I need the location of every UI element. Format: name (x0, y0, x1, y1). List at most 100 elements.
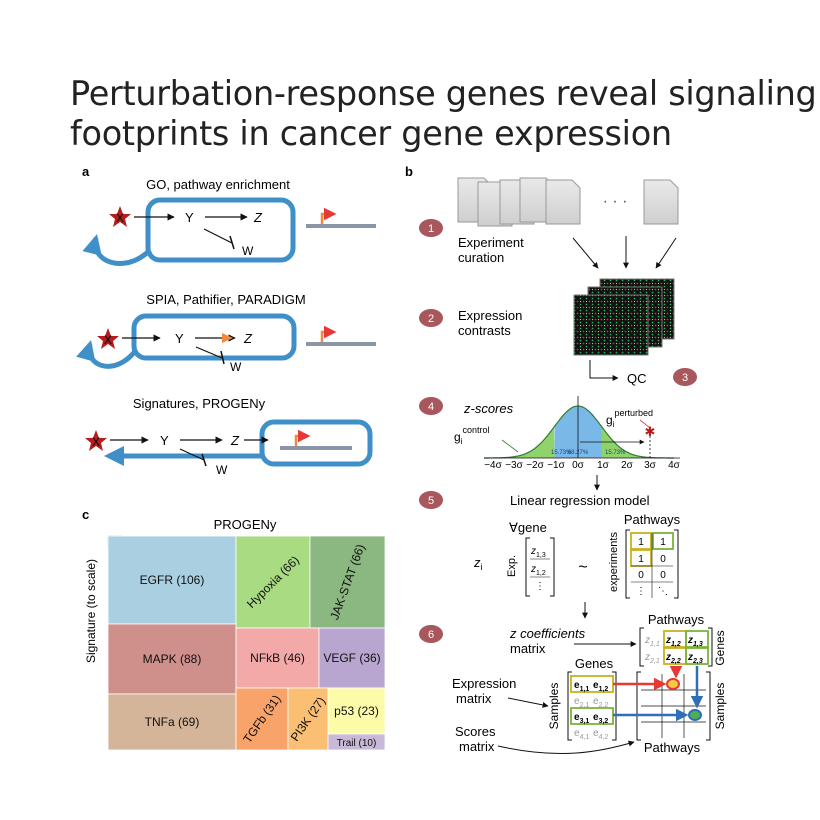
method-1-loop-box (145, 197, 296, 263)
star-icon (109, 206, 131, 227)
node-z: Z (230, 433, 240, 448)
treemap-axis-label: Signature (to scale) (84, 559, 98, 663)
treemap-tile-egfr (107, 535, 237, 625)
treemap-tile-jak-stat (309, 535, 386, 629)
pathways-label: Pathways (624, 512, 681, 527)
step-label-line1: z coefficients (509, 626, 586, 641)
scores-matrix-line1: Scores (455, 724, 496, 739)
e-cell: e2,1 (574, 696, 589, 709)
step-label-line1: z-scores (463, 401, 514, 416)
expression-matrix-line1: Expression (452, 676, 516, 691)
e-cell: e4,2 (593, 728, 608, 741)
e-cell: e1,1 (574, 680, 589, 693)
tick: 3σ (644, 460, 657, 471)
method-3-heading: Signatures, PROGENy (133, 396, 266, 411)
bell-curve (484, 405, 674, 459)
score-highlight-green (688, 709, 702, 721)
treemap-tile-label: MAPK (88) (143, 652, 202, 666)
matrix-cell: 0 (638, 570, 644, 581)
node-w: W (216, 463, 228, 477)
z-cell: z1,3 (687, 635, 703, 648)
exp-label: Exp. (506, 555, 518, 577)
method-spia: SPIA, Pathifier, PARADIGM X Y Z W (76, 292, 376, 374)
method-2-heading: SPIA, Pathifier, PARADIGM (146, 292, 305, 307)
method-2-loop-tail (76, 340, 138, 369)
node-z: Z (253, 210, 263, 225)
pct-left: 15.73% (551, 450, 572, 456)
panel-b: b · · · 1 Experiment curation 2 Expressi… (405, 164, 727, 755)
title-line-1: Perturbation-response genes reveal signa… (70, 74, 817, 113)
step-label-line1: Expression (458, 308, 522, 323)
pct-mid: 68.27% (568, 450, 589, 456)
node-w: W (230, 360, 242, 374)
panel-c-label: c (82, 507, 89, 522)
vector-entry: ⋮ (535, 581, 545, 592)
z-cell: z1,1 (644, 635, 660, 648)
step-1: 1 Experiment curation (419, 219, 524, 265)
sigma-ticks: −4σ −3σ −2σ −1σ 0σ 1σ 2σ 3σ 4σ (484, 460, 680, 471)
panel-a: a GO, pathway enrichment X Y Z W SPIA, P… (76, 164, 376, 477)
z-cell: z2,3 (687, 652, 703, 665)
treemap-tile-nfkb (235, 627, 320, 689)
tick: 0σ (572, 460, 585, 471)
step-badge (419, 625, 443, 643)
z-matrix-brackets (639, 627, 713, 667)
tick: −1σ (547, 460, 565, 471)
step-6: 6 z coefficients matrix Pathways Genes z… (419, 612, 727, 755)
matrix-cell: ⋱ (658, 586, 668, 597)
star-icon (85, 430, 107, 451)
treemap-tile-trail (327, 733, 386, 751)
document-icon (643, 179, 679, 225)
vector-entry: z1,2 (530, 564, 546, 577)
step-badge (419, 491, 443, 509)
promoter-arrow-icon (320, 207, 337, 224)
expression-matrix-brackets (567, 671, 617, 741)
method-go-pathway: GO, pathway enrichment X Y Z W (82, 177, 376, 266)
step-3: QC 3 (627, 368, 697, 386)
treemap-title: PROGENy (214, 517, 277, 532)
node-w: W (242, 244, 254, 258)
tick: 1σ (597, 460, 610, 471)
genes-right-label: Genes (713, 630, 727, 665)
step-badge (419, 219, 443, 237)
pathways-top-label: Pathways (648, 612, 705, 627)
treemap-tile-label: TNFa (69) (145, 715, 200, 729)
pct-right: 15.73% (605, 450, 626, 456)
step-label-line1: QC (627, 371, 647, 386)
step-label-line2: curation (458, 250, 504, 265)
matrix-cell: 1 (660, 537, 666, 548)
bell-area (486, 427, 555, 458)
step-number: 5 (428, 495, 434, 507)
treemap-tile-tgfb (235, 687, 289, 751)
tilde: ~ (578, 559, 587, 576)
control-label: gicontrol (454, 425, 489, 446)
vector-brackets (525, 537, 555, 597)
experiments-label: experiments (608, 532, 620, 592)
step-badge (419, 397, 443, 415)
treemap: EGFR (106)Hypoxia (66)JAK-STAT (66)MAPK … (107, 535, 386, 751)
matrix-cell: 0 (660, 570, 666, 581)
vector-entry: z1,3 (530, 546, 546, 559)
promoter-arrow-icon (294, 429, 311, 446)
method-1-loop-tail (82, 234, 152, 266)
perturbed-marker-icon: ✱ (645, 424, 656, 439)
node-z: Z (243, 331, 253, 346)
method-3-loop-box (259, 419, 373, 467)
step-number: 6 (428, 629, 434, 641)
z-cell: z2,1 (644, 652, 660, 665)
treemap-tile-label: p53 (23) (334, 704, 379, 718)
treemap-tile-p53 (327, 687, 386, 735)
tick: 4σ (668, 460, 681, 471)
node-y: Y (160, 433, 169, 448)
tick: −2σ (526, 460, 544, 471)
microarray-icon (573, 294, 649, 356)
e-cell: e2,2 (593, 696, 608, 709)
tick: 2σ (621, 460, 634, 471)
method-progeny: Signatures, PROGENy X Y Z W (85, 396, 373, 477)
z-cell: z2,2 (665, 652, 681, 665)
treemap-tile-label: EGFR (106) (140, 573, 205, 587)
forall-gene-label: ∀gene (509, 520, 547, 535)
step-label-line2: contrasts (458, 323, 511, 338)
normal-distribution-plot (484, 396, 680, 459)
